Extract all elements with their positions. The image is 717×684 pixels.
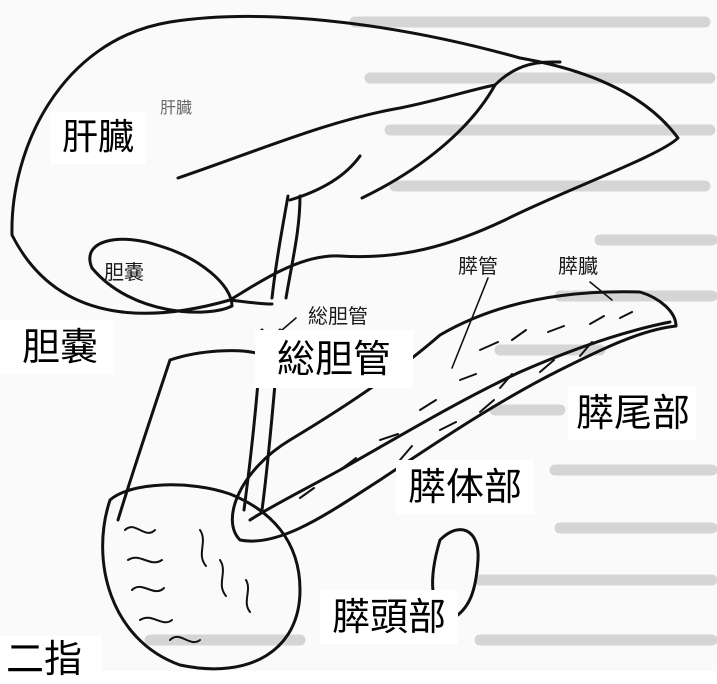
- callout-gallbladder: 胆嚢: [0, 320, 114, 374]
- figure-label-gallbladder: 胆嚢: [104, 262, 144, 282]
- callout-liver: 肝臓: [50, 112, 146, 164]
- callout-common-bile-duct: 総胆管: [255, 330, 413, 388]
- figure-label-pancreas: 膵臓: [558, 256, 598, 276]
- figure-label-pancreatic-duct: 膵管: [458, 256, 498, 276]
- callout-pancreas-head: 膵頭部: [320, 590, 458, 644]
- callout-pancreas-body: 膵体部: [396, 460, 534, 514]
- callout-pancreas-tail: 膵尾部: [568, 386, 696, 440]
- figure-label-liver-faint: 肝臓: [160, 100, 192, 116]
- callout-duodenum: 二指: [0, 636, 102, 684]
- figure-label-common-bile-duct: 総胆管: [304, 304, 372, 328]
